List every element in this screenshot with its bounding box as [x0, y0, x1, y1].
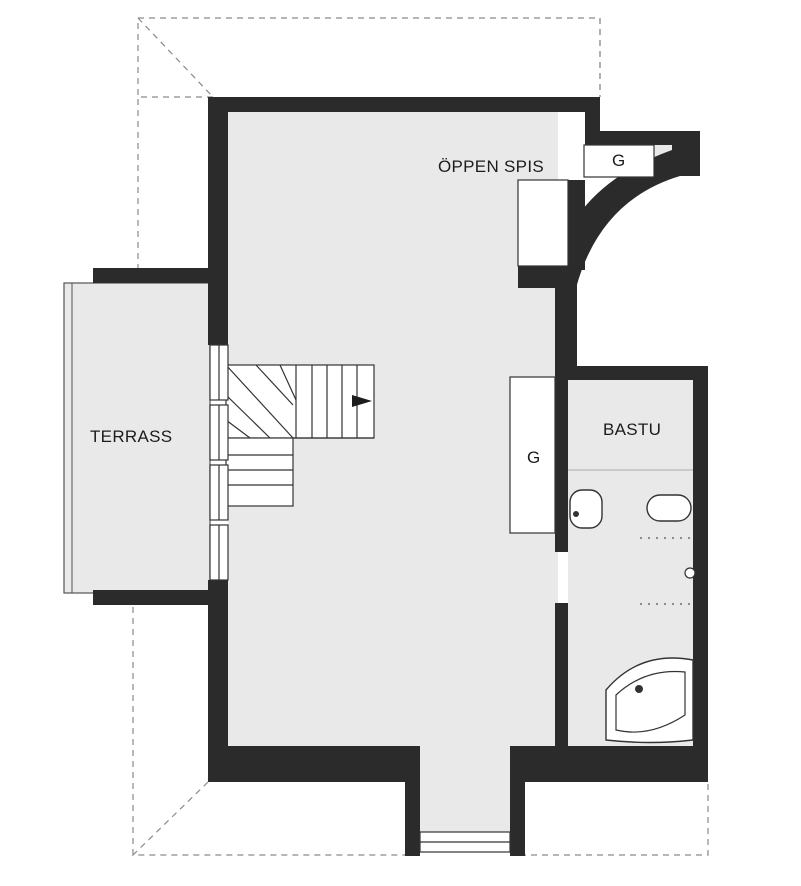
fireplace-block	[517, 144, 655, 267]
toilet-icon	[646, 494, 692, 522]
walls	[208, 97, 708, 856]
bathtub-icon	[605, 657, 694, 744]
stair-arrow-icon	[352, 395, 372, 407]
terrace	[63, 268, 211, 605]
fireplace-label: ÖPPEN SPIS	[438, 157, 544, 176]
faucet-icon	[684, 567, 696, 579]
fireplace-closet-label: G	[612, 151, 626, 170]
bathroom	[568, 469, 696, 744]
entry-door	[419, 831, 511, 853]
central-closet-label: G	[527, 448, 541, 467]
central-closet	[509, 376, 556, 534]
terrace-label: TERRASS	[90, 427, 172, 446]
windows-left	[209, 344, 229, 581]
sauna-label: BASTU	[603, 420, 661, 439]
roof-outline	[131, 17, 709, 856]
sink-icon	[569, 489, 603, 529]
